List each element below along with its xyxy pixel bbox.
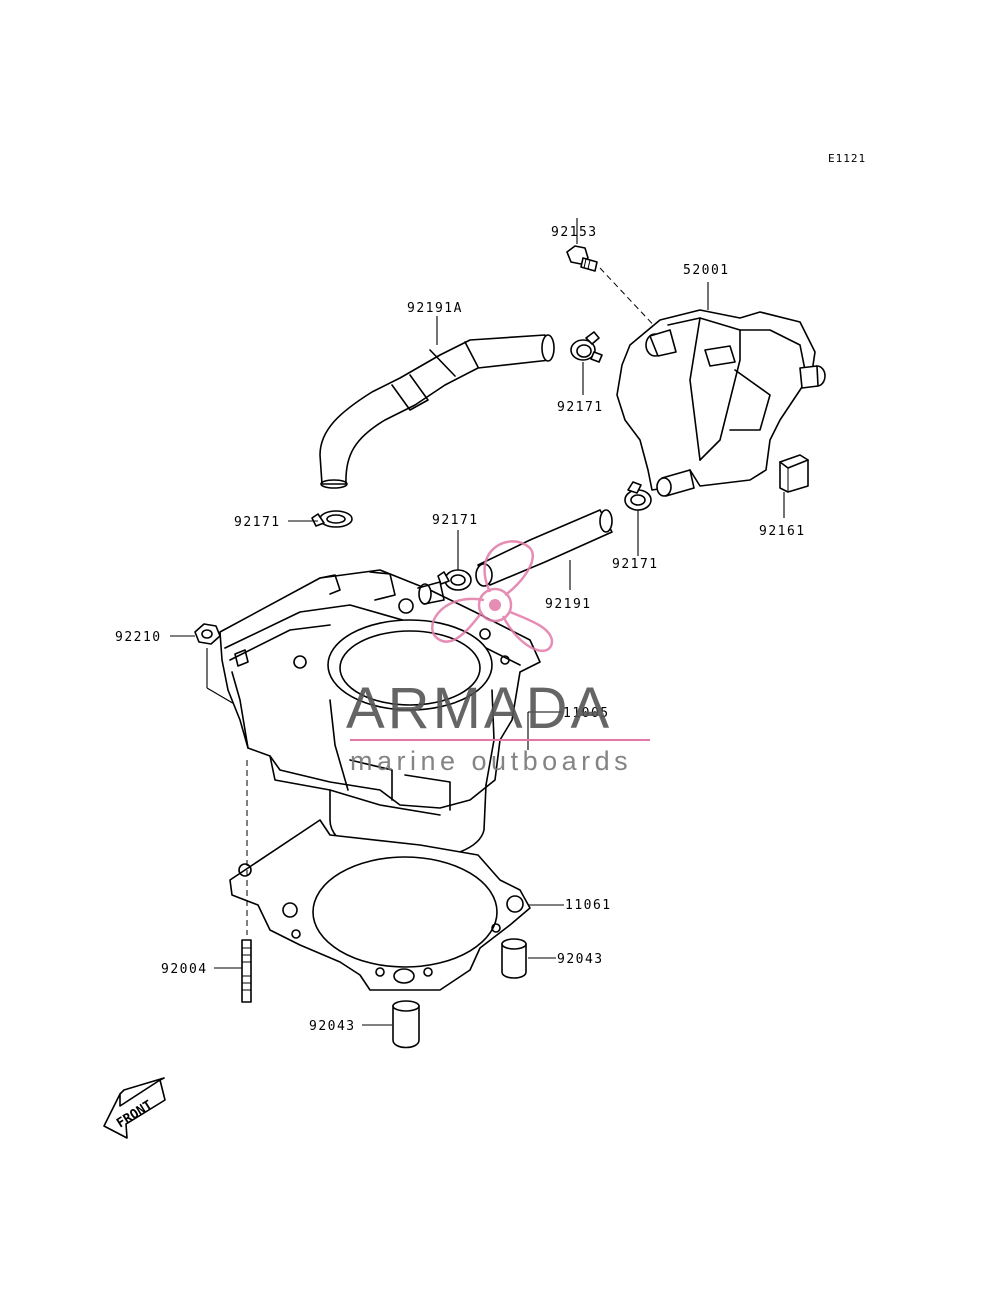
watermark-brand: ARMADA bbox=[346, 676, 612, 741]
hose-92191A bbox=[319, 334, 555, 489]
part-label-92171-mid[interactable]: 92171 bbox=[432, 513, 479, 528]
part-label-92004[interactable]: 92004 bbox=[161, 962, 208, 977]
front-arrow: FRONT bbox=[103, 1077, 166, 1139]
part-label-92171-left[interactable]: 92171 bbox=[234, 515, 281, 530]
stud-92004 bbox=[241, 939, 252, 1003]
part-label-92161[interactable]: 92161 bbox=[759, 524, 806, 539]
watermark-logo bbox=[430, 540, 554, 652]
block-92161 bbox=[779, 454, 809, 493]
part-label-11005[interactable]: 11005 bbox=[563, 706, 610, 721]
part-label-92171-top[interactable]: 92171 bbox=[557, 400, 604, 415]
part-label-92191[interactable]: 92191 bbox=[545, 597, 592, 612]
watermark-tagline: marine outboards bbox=[350, 746, 632, 776]
bolt-92153 bbox=[566, 245, 598, 272]
part-label-92171-right[interactable]: 92171 bbox=[612, 557, 659, 572]
hose-92191 bbox=[475, 509, 613, 587]
housing-52001 bbox=[616, 309, 826, 497]
page-code: E1121 bbox=[828, 152, 866, 165]
part-label-92043-right[interactable]: 92043 bbox=[557, 952, 604, 967]
clamp-92171-left bbox=[311, 510, 353, 528]
clamp-92171-mid bbox=[437, 569, 472, 591]
clamp-92171-right bbox=[624, 481, 652, 511]
part-label-92043-bottom[interactable]: 92043 bbox=[309, 1019, 356, 1034]
part-label-92153[interactable]: 92153 bbox=[551, 225, 598, 240]
cylinder-11005 bbox=[219, 569, 541, 861]
nut-92210 bbox=[194, 623, 221, 645]
bolt-guide-line bbox=[599, 267, 661, 333]
leader-92210-diag bbox=[206, 687, 237, 706]
part-label-52001[interactable]: 52001 bbox=[683, 263, 730, 278]
part-label-92210[interactable]: 92210 bbox=[115, 630, 162, 645]
part-label-92191A[interactable]: 92191A bbox=[407, 301, 463, 316]
part-label-11061[interactable]: 11061 bbox=[565, 898, 612, 913]
clamp-92171-top bbox=[570, 331, 603, 363]
dowel-92043-right bbox=[501, 938, 527, 979]
dowel-92043-bottom bbox=[392, 1000, 420, 1049]
gasket-11061 bbox=[229, 819, 531, 991]
